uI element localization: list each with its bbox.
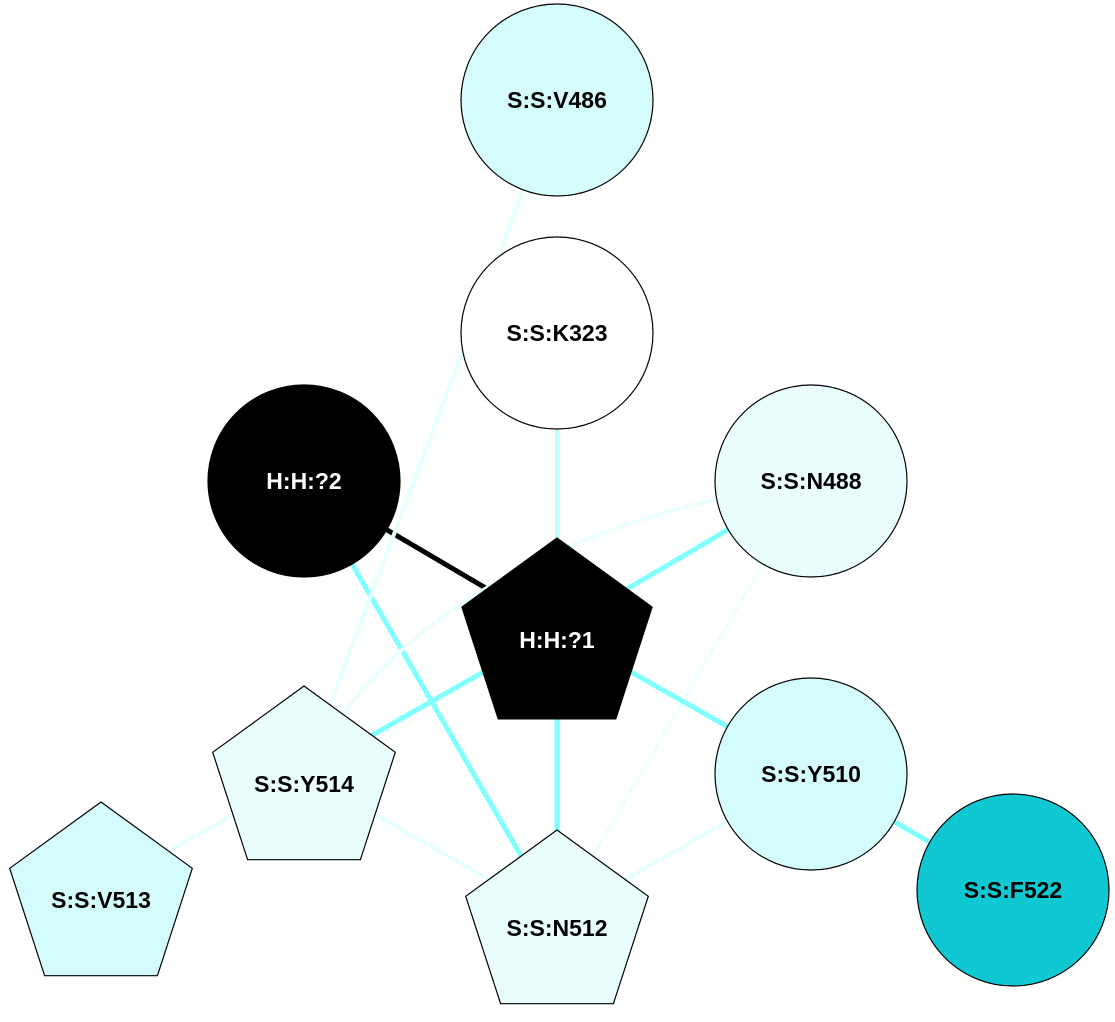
node-h1[interactable]: H:H:?1	[461, 537, 653, 720]
node-n512-label: S:S:N512	[507, 915, 608, 941]
node-k323-label: S:S:K323	[507, 320, 608, 346]
node-n488-label: S:S:N488	[761, 468, 862, 494]
node-h2-shape	[207, 384, 401, 578]
node-v513-label: S:S:V513	[51, 887, 151, 913]
node-y510-label: S:S:Y510	[761, 761, 861, 787]
node-n488[interactable]: S:S:N488	[714, 384, 908, 578]
node-h2[interactable]: H:H:?2	[207, 384, 401, 578]
node-f522-label: S:S:F522	[964, 877, 1062, 903]
node-y514-shape	[211, 685, 397, 861]
node-h1-shape	[461, 537, 653, 720]
node-y514[interactable]: S:S:Y514	[211, 685, 397, 861]
node-h1-label: H:H:?1	[519, 627, 595, 653]
node-n488-shape	[714, 384, 908, 578]
node-y514-label: S:S:Y514	[254, 771, 354, 797]
node-y510-shape	[714, 677, 908, 871]
node-n512[interactable]: S:S:N512	[464, 829, 650, 1005]
node-f522-shape	[916, 793, 1110, 987]
node-y510[interactable]: S:S:Y510	[714, 677, 908, 871]
node-f522[interactable]: S:S:F522	[916, 793, 1110, 987]
node-v513[interactable]: S:S:V513	[8, 801, 194, 977]
node-n512-shape	[464, 829, 650, 1005]
node-k323[interactable]: S:S:K323	[460, 236, 654, 430]
node-h2-label: H:H:?2	[266, 468, 341, 494]
node-v486-label: S:S:V486	[507, 87, 607, 113]
node-v486[interactable]: S:S:V486	[460, 3, 654, 197]
node-v486-shape	[460, 3, 654, 197]
edge-v486-y514	[302, 99, 559, 775]
node-v513-shape	[8, 801, 194, 977]
node-k323-shape	[460, 236, 654, 430]
